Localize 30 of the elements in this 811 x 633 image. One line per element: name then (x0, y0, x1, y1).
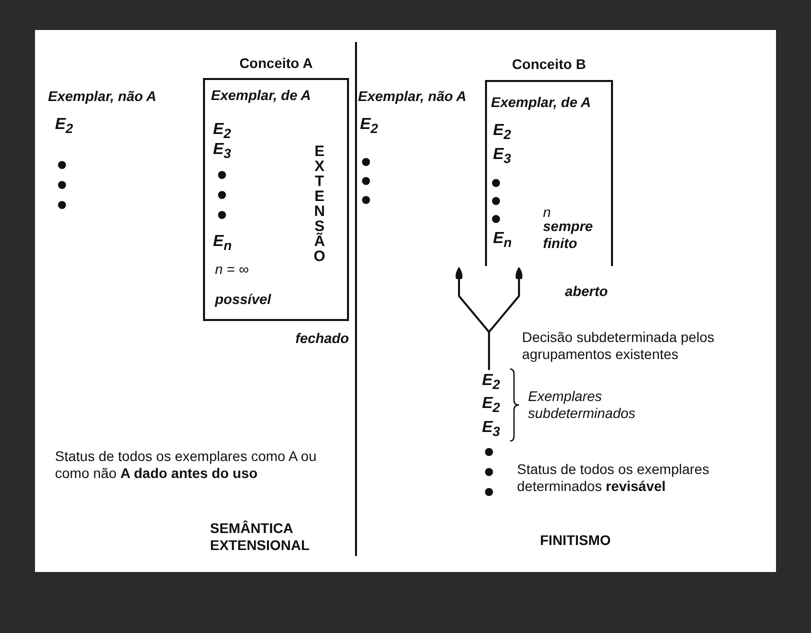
beside-label: aberto (565, 283, 609, 300)
concept-heading: Conceito B (511, 56, 587, 73)
exemplar-symbol: E$_{3}$ (213, 141, 232, 162)
exemplar-symbol: E$_{2}$ (213, 121, 232, 142)
exemplar-symbol: E$_{2}$ (493, 122, 512, 144)
exemplar-symbol: E$_{n}$ (493, 230, 513, 252)
column-heading: Exemplar, de A (491, 94, 592, 111)
brace-label: Exemplares subdeterminados (528, 388, 636, 422)
column-heading: Exemplar, não A (48, 88, 158, 105)
note-text: sempre finito (543, 218, 594, 252)
status-note: Status de todos os exemplares determinados revisável (517, 461, 710, 495)
column-heading: Exemplar, de A (211, 87, 312, 104)
exemplar-symbol: E$_{3}$ (482, 419, 502, 440)
exemplar-symbol: E$_{n}$ (213, 233, 233, 254)
vertical-label: EXTENSÃO (311, 143, 329, 263)
variable-label: n (543, 204, 552, 221)
exemplar-symbol: E$_{2}$ (55, 116, 74, 138)
status-note: Status de todos os exemplares como A ou como não A dado antes do uso (55, 448, 317, 482)
section-title: FINITISMO (540, 532, 612, 549)
section-title: SEMÂNTICA EXTENSIONAL (210, 520, 311, 554)
note-text: possível (215, 291, 272, 308)
exemplar-symbol: E$_{3}$ (493, 146, 512, 168)
decision-note: Decisão subdeterminada pelos agrupamentos existentes (522, 329, 716, 363)
column-heading: Exemplar, não A (358, 88, 468, 105)
formula-text: n = ∞ (215, 261, 250, 278)
concept-heading: Conceito A (238, 55, 314, 72)
exemplar-symbol: E$_{2}$ (482, 372, 502, 394)
exemplar-symbol: E$_{2}$ (360, 116, 380, 138)
exemplar-symbol: E$_{2}$ (482, 395, 502, 416)
beside-label: fechado (294, 330, 349, 347)
